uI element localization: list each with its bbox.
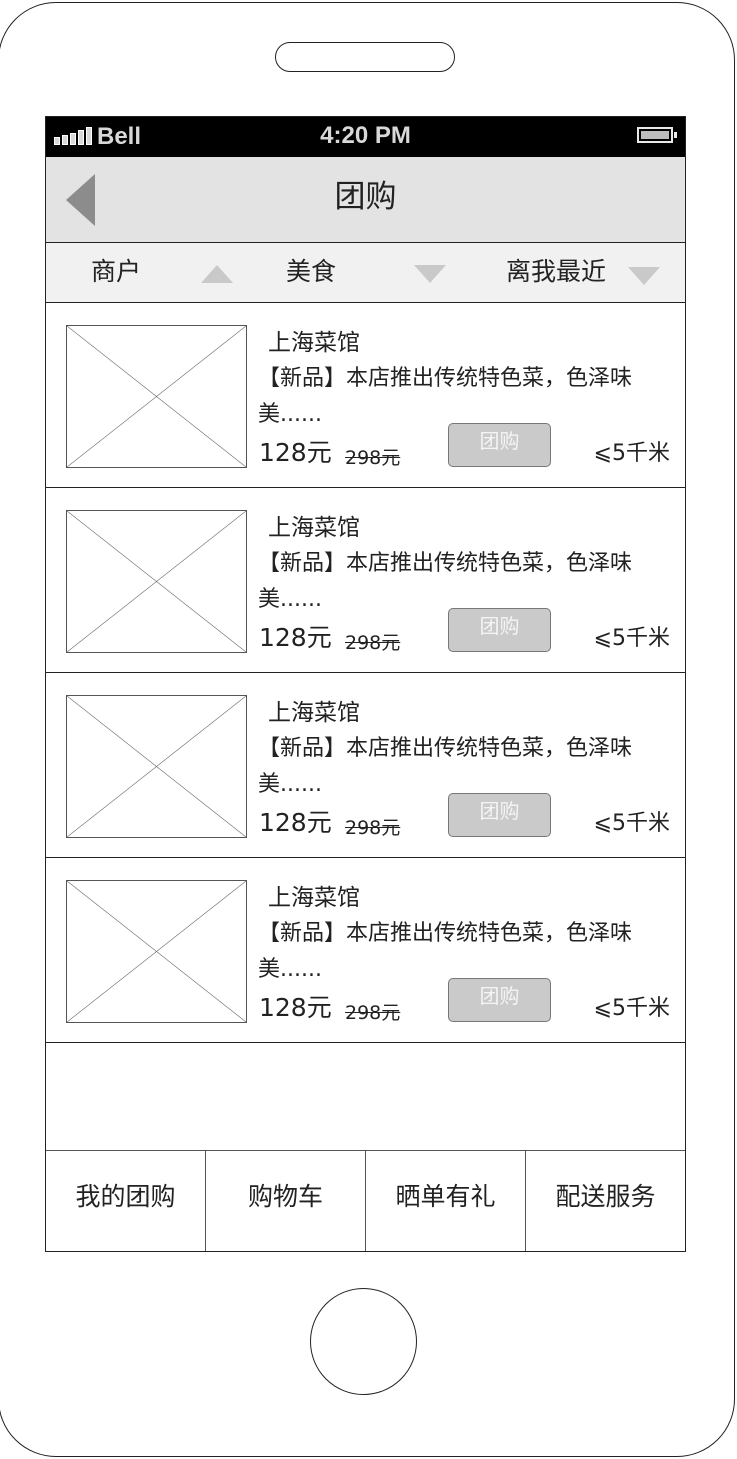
merchant-name: 上海菜馆 xyxy=(268,515,360,541)
dropdown-down-icon[interactable] xyxy=(628,267,660,285)
tab-cart[interactable]: 购物车 xyxy=(206,1151,366,1251)
deal-description: 【新品】本店推出传统特色菜，色泽味美...... xyxy=(258,551,633,612)
deal-list: 上海菜馆 【新品】本店推出传统特色菜，色泽味美...... 128元 298元 … xyxy=(46,303,685,1043)
tab-share-gifts[interactable]: 晒单有礼 xyxy=(366,1151,526,1251)
filter-merchant[interactable]: 商户 xyxy=(91,257,142,286)
sort-up-icon[interactable] xyxy=(201,265,233,283)
deal-price: 128元 xyxy=(259,438,332,467)
status-time: 4:20 PM xyxy=(320,122,411,149)
group-buy-button[interactable]: 团购 xyxy=(448,978,551,1022)
phone-screen: Bell 4:20 PM 团购 商户 美食 离我最近 上海菜馆 【新品】本店推出… xyxy=(45,116,686,1252)
distance-label: ⩽5千米 xyxy=(593,811,670,836)
deal-description: 【新品】本店推出传统特色菜，色泽味美...... xyxy=(258,736,633,797)
list-item[interactable]: 上海菜馆 【新品】本店推出传统特色菜，色泽味美...... 128元 298元 … xyxy=(46,488,685,673)
group-buy-button[interactable]: 团购 xyxy=(448,608,551,652)
original-price: 298元 xyxy=(345,817,401,839)
deal-price: 128元 xyxy=(259,623,332,652)
filter-bar: 商户 美食 离我最近 xyxy=(46,243,685,303)
list-item[interactable]: 上海菜馆 【新品】本店推出传统特色菜，色泽味美...... 128元 298元 … xyxy=(46,303,685,488)
filter-food[interactable]: 美食 xyxy=(286,257,337,286)
distance-label: ⩽5千米 xyxy=(593,441,670,466)
list-item[interactable]: 上海菜馆 【新品】本店推出传统特色菜，色泽味美...... 128元 298元 … xyxy=(46,673,685,858)
status-bar: Bell 4:20 PM xyxy=(46,117,685,157)
nav-bar: 团购 xyxy=(46,157,685,243)
carrier-label: Bell xyxy=(97,123,142,150)
group-buy-button[interactable]: 团购 xyxy=(448,423,551,467)
original-price: 298元 xyxy=(345,632,401,654)
group-buy-button[interactable]: 团购 xyxy=(448,793,551,837)
merchant-name: 上海菜馆 xyxy=(268,330,360,356)
merchant-name: 上海菜馆 xyxy=(268,885,360,911)
deal-description: 【新品】本店推出传统特色菜，色泽味美...... xyxy=(258,366,633,427)
phone-speaker xyxy=(275,42,455,72)
tab-my-group-buys[interactable]: 我的团购 xyxy=(46,1151,206,1251)
dropdown-down-icon[interactable] xyxy=(414,265,446,283)
home-button[interactable] xyxy=(310,1288,417,1395)
page-title: 团购 xyxy=(334,179,397,215)
image-placeholder xyxy=(66,510,247,653)
original-price: 298元 xyxy=(345,1002,401,1024)
tab-delivery[interactable]: 配送服务 xyxy=(555,1182,656,1211)
back-arrow-icon[interactable] xyxy=(66,174,95,226)
bottom-tab-bar: 我的团购 购物车 晒单有礼 配送服务 xyxy=(46,1150,685,1251)
original-price: 298元 xyxy=(345,447,401,469)
image-placeholder xyxy=(66,695,247,838)
deal-description: 【新品】本店推出传统特色菜，色泽味美...... xyxy=(258,921,633,982)
merchant-name: 上海菜馆 xyxy=(268,700,360,726)
list-item[interactable]: 上海菜馆 【新品】本店推出传统特色菜，色泽味美...... 128元 298元 … xyxy=(46,858,685,1043)
image-placeholder xyxy=(66,880,247,1023)
filter-nearest[interactable]: 离我最近 xyxy=(506,257,607,286)
deal-price: 128元 xyxy=(259,808,332,837)
distance-label: ⩽5千米 xyxy=(593,626,670,651)
distance-label: ⩽5千米 xyxy=(593,996,670,1021)
signal-icon xyxy=(54,127,92,145)
battery-icon xyxy=(637,127,677,143)
deal-price: 128元 xyxy=(259,993,332,1022)
image-placeholder xyxy=(66,325,247,468)
